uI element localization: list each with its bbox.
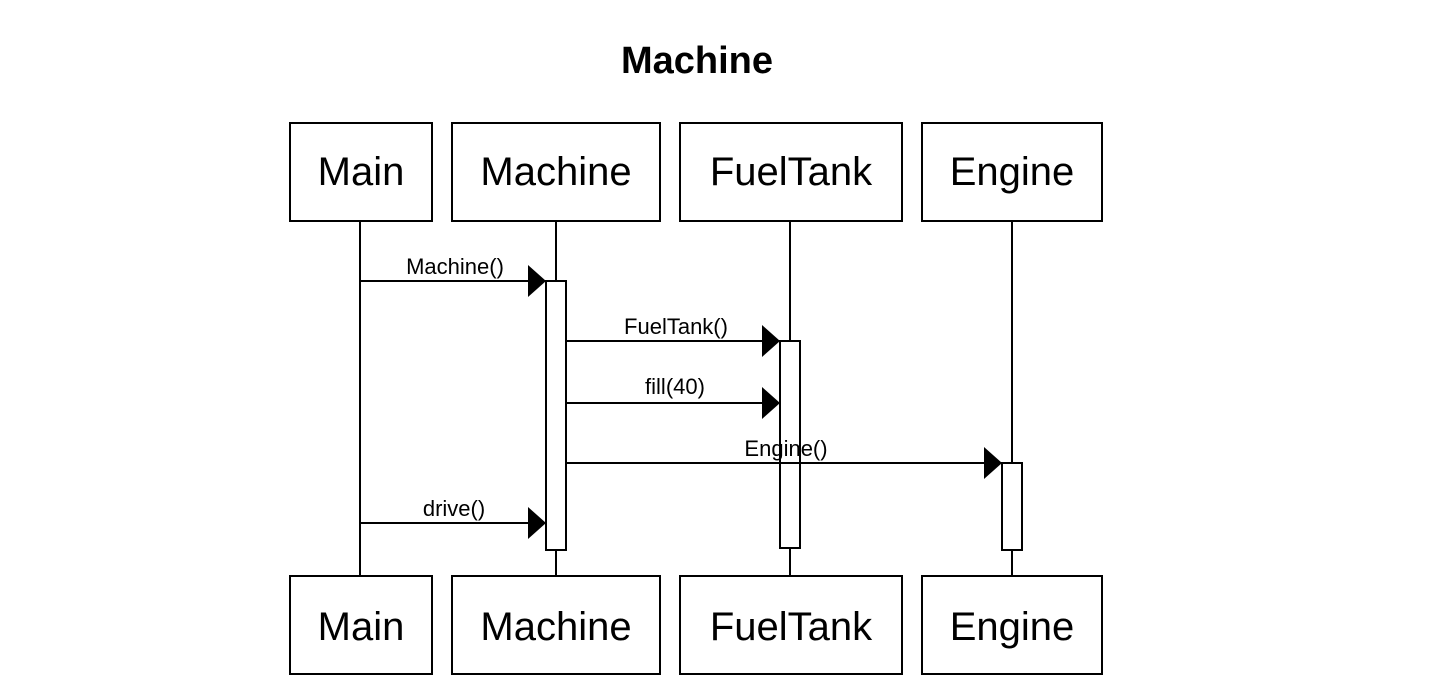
participant-box-main-bottom: Main [289, 575, 433, 675]
participant-box-frame [921, 575, 1103, 675]
arrowhead-icon [984, 447, 1002, 479]
participant-box-machine-top: Machine [451, 122, 661, 222]
participant-box-main-top: Main [289, 122, 433, 222]
participant-box-frame [289, 575, 433, 675]
participant-box-engine-top: Engine [921, 122, 1103, 222]
message-fueltank-constructor: FuelTank() [566, 314, 780, 357]
message-drive: drive() [360, 496, 546, 539]
participant-box-frame [451, 122, 661, 222]
message-machine-constructor: Machine() [360, 254, 546, 297]
participant-box-fueltank-top: FuelTank [679, 122, 903, 222]
participant-label: Main [318, 150, 405, 194]
participant-box-machine-bottom: Machine [451, 575, 661, 675]
activation-engine [1001, 462, 1023, 551]
message-label: drive() [423, 496, 485, 521]
participant-box-frame [289, 122, 433, 222]
participant-label: Machine [480, 150, 631, 194]
participant-label: FuelTank [710, 150, 873, 194]
message-label: FuelTank() [624, 314, 728, 339]
participant-label: Machine [480, 605, 631, 649]
participant-label: Engine [950, 605, 1075, 649]
participant-box-fueltank-bottom: FuelTank [679, 575, 903, 675]
activation-machine [545, 280, 567, 551]
message-label: Engine() [744, 436, 827, 461]
message-label: fill(40) [645, 374, 705, 399]
participant-box-frame [679, 122, 903, 222]
participant-label: Engine [950, 150, 1075, 194]
message-label: Machine() [406, 254, 504, 279]
participant-box-frame [921, 122, 1103, 222]
diagram-title: Machine [621, 40, 773, 82]
participant-label: Main [318, 605, 405, 649]
message-fill: fill(40) [566, 374, 780, 419]
arrowhead-icon [762, 325, 780, 357]
message-engine-constructor: Engine() [566, 436, 1002, 479]
arrowhead-icon [528, 265, 546, 297]
activation-fueltank [779, 340, 801, 549]
arrowhead-icon [528, 507, 546, 539]
participant-box-frame [451, 575, 661, 675]
participant-box-frame [679, 575, 903, 675]
participant-box-engine-bottom: Engine [921, 575, 1103, 675]
participant-label: FuelTank [710, 605, 873, 649]
arrowhead-icon [762, 387, 780, 419]
